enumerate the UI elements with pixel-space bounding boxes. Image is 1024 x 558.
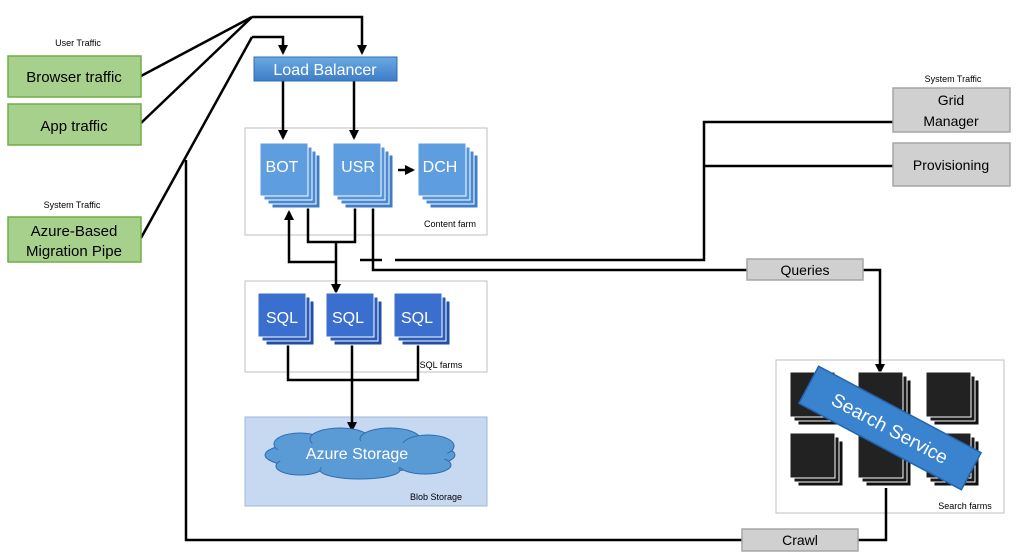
browser-traffic-box[interactable] [7,55,142,98]
sql-to-bot-arrow [284,210,336,264]
crawl-right-line [858,488,888,542]
sql-stack-1[interactable] [257,292,315,346]
blob-storage-label: Blob Storage [410,492,462,502]
load-balancer-text: Load Balancer [273,62,377,79]
migration-line [139,36,254,239]
queries-box[interactable] [746,258,864,281]
search-node-4 [789,432,844,487]
sql2-label: SQL [332,310,364,327]
grid-text-line2: Manager [923,113,979,129]
app-traffic-line [140,16,253,124]
app-traffic-box[interactable] [7,103,142,146]
queries-text: Queries [780,262,829,278]
crawl-left-line [184,160,742,542]
grid-manager-line [395,120,893,262]
bot-usr-join-line [306,208,357,244]
usr-to-queries-line [371,208,747,272]
app-traffic-text: App traffic [40,118,108,135]
user-traffic-label: User Traffic [55,38,101,48]
load-balancer-box[interactable] [253,56,398,82]
migration-text-line1: Azure-Based [31,223,118,240]
sql3-label: SQL [401,310,433,327]
migration-to-lb-line [252,35,288,55]
crawl-text: Crawl [782,532,818,548]
queries-to-search-arrow [863,268,885,374]
content-farm-label: Content farm [424,219,476,229]
grid-manager-box[interactable] [892,87,1011,133]
sql-stack-3[interactable] [393,292,451,346]
browser-traffic-line [140,15,253,78]
grid-text-line1: Grid [938,92,964,108]
provisioning-box[interactable] [892,142,1011,187]
bot-stack[interactable] [259,142,321,209]
sql-farms-label: SQL farms [420,360,463,370]
system-traffic-right-label: System Traffic [925,74,982,84]
bot-label: BOT [266,159,299,176]
usr-label: USR [341,159,375,176]
sql1-label: SQL [266,310,298,327]
azure-storage-label: Azure Storage [306,446,408,463]
usr-stack[interactable] [332,142,394,209]
search-farms-label: Search farms [938,501,992,511]
sql-stack-2[interactable] [325,292,383,346]
migration-text-line2: Migration Pipe [26,243,122,260]
traffic-to-lb-line [252,15,367,55]
search-node-3 [925,371,980,426]
crawl-box[interactable] [741,528,859,552]
azure-storage-cloud[interactable] [264,427,456,480]
dch-label: DCH [423,159,458,176]
provisioning-text: Provisioning [913,157,989,173]
browser-traffic-text: Browser traffic [26,69,122,86]
dch-stack[interactable] [417,142,479,209]
system-traffic-left-label: System Traffic [44,200,101,210]
migration-pipe-box[interactable] [7,216,142,263]
